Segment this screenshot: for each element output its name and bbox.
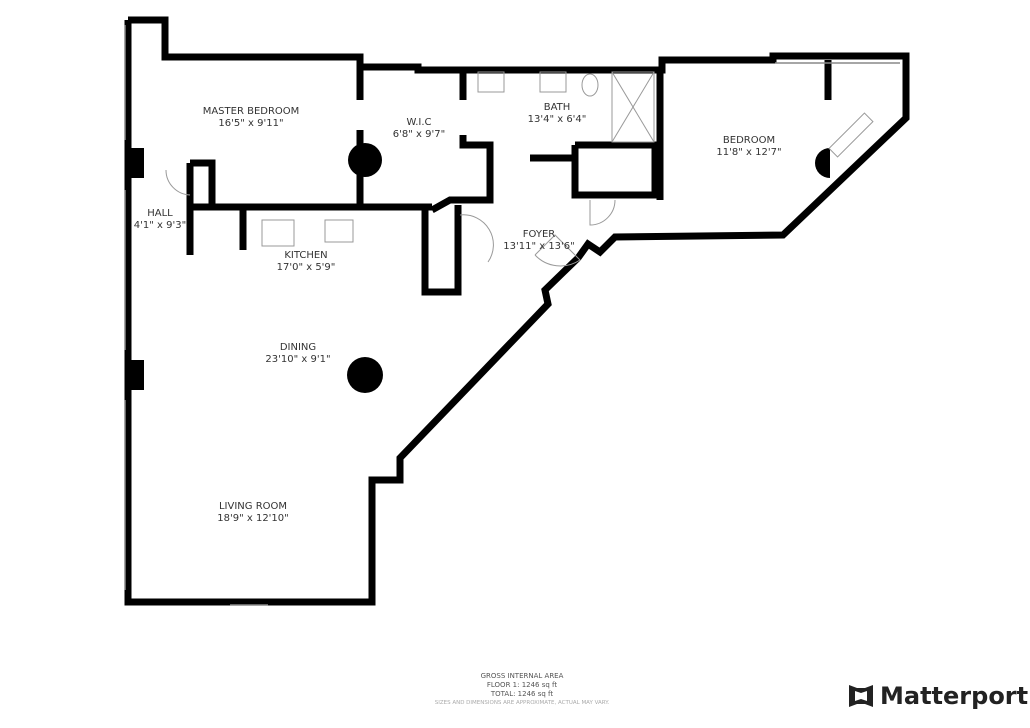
wall-hall [190,159,216,207]
desk-icon [828,112,874,158]
door-swing [165,169,191,196]
outer-wall [124,16,910,606]
room-name: FOYER [522,229,556,240]
walls [124,16,910,606]
sink-icon [539,71,567,93]
column [126,360,144,390]
room-name: BATH [543,102,571,113]
area-summary: GROSS INTERNAL AREA FLOOR 1: 1246 sq ft … [435,672,610,708]
column [815,148,830,178]
room-size: 18'9" x 12'10" [217,513,289,524]
door-swing [589,199,616,226]
matterport-logo: Matterport [848,682,1028,710]
room-size: 17'0" x 5'9" [276,262,336,273]
room-name: LIVING ROOM [218,501,288,512]
room-size: 23'10" x 9'1" [265,354,331,365]
floor-area: FLOOR 1: 1246 sq ft [486,681,558,689]
column [347,357,383,393]
windows [124,25,900,606]
column [126,148,144,178]
room-size: 16'5" x 9'11" [218,118,284,129]
area-title: GROSS INTERNAL AREA [480,672,564,680]
column [348,143,382,177]
wall-bath-box [571,141,659,199]
room-name: BEDROOM [722,135,776,146]
room-name: MASTER BEDROOM [202,106,300,117]
wall-foyer-column [421,205,462,296]
room-name: W.I.C [406,117,432,128]
room-size: 13'11" x 13'6" [503,241,575,252]
room-size: 4'1" x 9'3" [133,220,187,231]
room-name: HALL [147,208,173,219]
matterport-logo-icon [849,685,873,707]
fixtures [165,71,874,267]
columns [126,143,830,393]
sink-icon [477,71,505,93]
door-swing [459,214,494,263]
room-size: 11'8" x 12'7" [716,147,782,158]
shower-icon [611,71,655,143]
wall-wic-right-lower [430,135,494,214]
sink-icon [324,219,354,243]
room-size: 13'4" x 6'4" [527,114,587,125]
room-name: DINING [279,342,317,353]
total-area: TOTAL: 1246 sq ft [490,690,554,698]
brand-name: Matterport [880,682,1029,710]
stove-icon [261,219,295,247]
door-swing [534,234,581,267]
toilet-icon [581,73,599,97]
disclaimer: SIZES AND DIMENSIONS ARE APPROXIMATE, AC… [434,700,610,706]
room-name: KITCHEN [284,250,328,261]
room-size: 6'8" x 9'7" [392,129,446,140]
